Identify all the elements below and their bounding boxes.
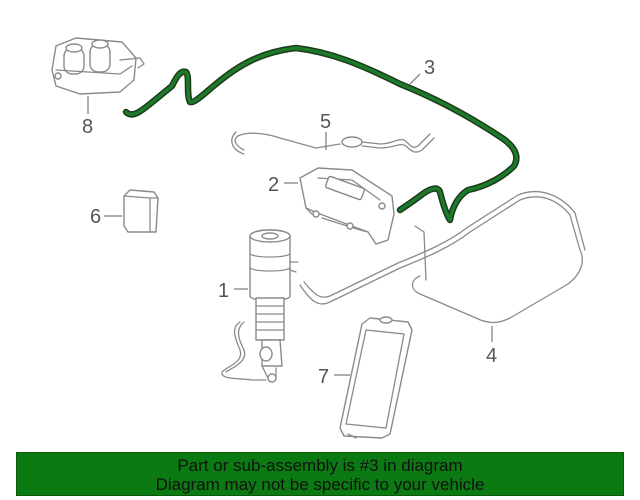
part-2-compressor[interactable] [299,167,395,245]
callout-numbers: 1 2 3 4 5 6 7 8 [82,57,497,388]
banner-line-2: Diagram may not be specific to your vehi… [155,475,485,494]
callout-6: 6 [90,206,101,228]
part-1-air-strut[interactable] [221,229,299,383]
part-7-panel[interactable] [339,316,413,439]
part-4-line[interactable] [299,191,586,324]
callout-5: 5 [320,111,331,133]
part-6-module[interactable] [123,189,159,233]
callout-8: 8 [82,116,93,138]
callout-2: 2 [268,174,279,196]
part-3-highlighted-line[interactable] [122,44,520,224]
parts-diagram: 1 2 3 4 5 6 7 8 [51,37,586,439]
leader-lines [87,73,493,376]
callout-1: 1 [218,280,229,302]
part-8-valve-block[interactable] [51,37,145,95]
callout-7: 7 [318,366,329,388]
part-5-line[interactable] [231,131,435,155]
callout-3: 3 [424,57,435,79]
banner-line-1: Part or sub-assembly is #3 in diagram [177,456,463,475]
callout-4: 4 [486,345,497,367]
info-banner: Part or sub-assembly is #3 in diagram Di… [16,452,624,496]
